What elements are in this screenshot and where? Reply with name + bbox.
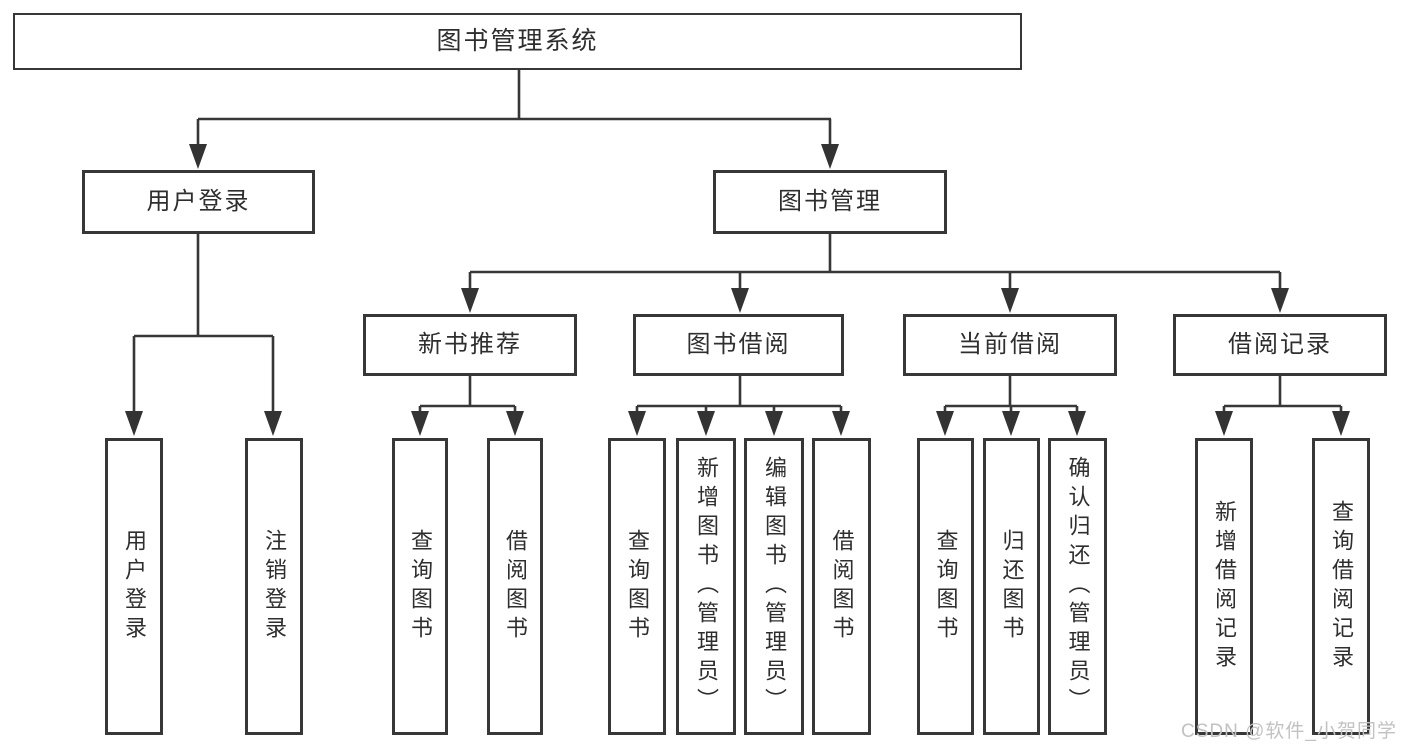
node-new-book-recommend: 新书推荐 <box>363 314 577 376</box>
leaf-label: 新增图书（管理员） <box>694 456 719 717</box>
leaf-user-login: 用户登录 <box>105 438 163 735</box>
leaf-label: 查询图书 <box>933 528 959 645</box>
node-label: 图书管理 <box>778 188 882 215</box>
leaf-label: 注销登录 <box>262 528 287 645</box>
leaf-label: 借阅图书 <box>829 528 855 645</box>
tree-lines <box>132 69 1343 413</box>
leaf-label: 用户登录 <box>122 528 147 645</box>
arrowheads <box>125 144 1350 436</box>
node-current-borrowing: 当前借阅 <box>903 314 1117 376</box>
node-label: 借阅记录 <box>1228 331 1332 358</box>
node-label: 用户登录 <box>146 188 251 215</box>
leaf-logout: 注销登录 <box>245 438 303 735</box>
leaf-edit-book-admin: 编辑图书（管理员） <box>744 438 804 735</box>
leaf-query-books-current: 查询图书 <box>917 438 974 735</box>
leaf-label: 查询借阅记录 <box>1329 499 1354 674</box>
node-user-login: 用户登录 <box>82 170 315 234</box>
leaf-confirm-return-admin: 确认归还（管理员） <box>1048 438 1107 735</box>
watermark: CSDN @软件_小贺同学 <box>1181 721 1397 742</box>
node-label: 图书管理系统 <box>436 27 599 55</box>
leaf-label: 查询图书 <box>625 528 650 645</box>
leaf-query-books-recommend: 查询图书 <box>392 438 448 735</box>
node-label: 图书借阅 <box>686 331 791 358</box>
leaf-label: 借阅图书 <box>503 528 528 645</box>
leaf-add-borrow-record: 新增借阅记录 <box>1195 438 1253 735</box>
leaf-add-book-admin: 新增图书（管理员） <box>676 438 736 735</box>
leaf-label: 新增借阅记录 <box>1212 499 1237 674</box>
node-library-system: 图书管理系统 <box>13 13 1022 70</box>
node-book-management: 图书管理 <box>713 170 947 234</box>
node-label: 当前借阅 <box>958 331 1062 358</box>
leaf-borrow-books-recommend: 借阅图书 <box>487 438 543 735</box>
leaf-label: 确认归还（管理员） <box>1065 456 1091 717</box>
node-borrowing-records: 借阅记录 <box>1173 314 1387 376</box>
leaf-label: 编辑图书（管理员） <box>762 456 787 717</box>
leaf-query-borrow-record: 查询借阅记录 <box>1312 438 1370 735</box>
leaf-label: 归还图书 <box>999 528 1025 645</box>
node-book-borrowing: 图书借阅 <box>633 314 844 376</box>
leaf-label: 查询图书 <box>408 528 433 645</box>
leaf-borrow-books-borrowing: 借阅图书 <box>812 438 871 735</box>
leaf-query-books-borrowing: 查询图书 <box>608 438 666 735</box>
node-label: 新书推荐 <box>418 331 522 358</box>
leaf-return-book: 归还图书 <box>983 438 1040 735</box>
